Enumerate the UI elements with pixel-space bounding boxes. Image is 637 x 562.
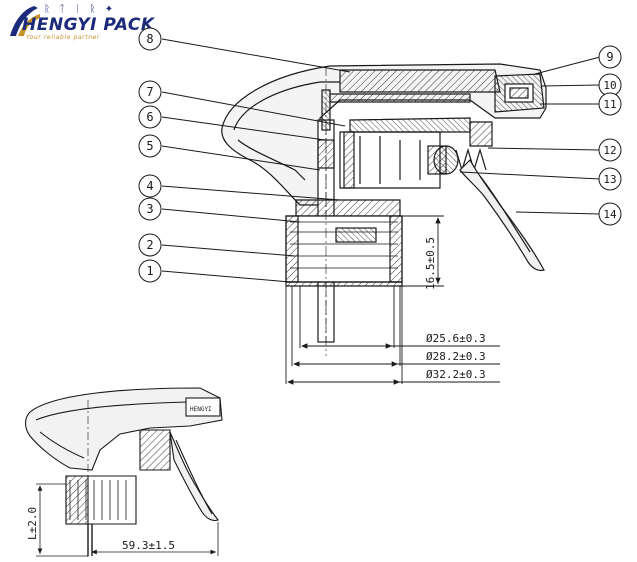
dim-dia-outer: Ø32.2±0.3 xyxy=(426,368,486,381)
dim-height-main: 16.5±0.5 xyxy=(424,237,437,290)
cap-top xyxy=(295,199,401,217)
callouts xyxy=(138,27,622,283)
callout-11: 11 xyxy=(603,98,616,111)
callout-10: 10 xyxy=(603,79,616,92)
callout-7: 7 xyxy=(146,85,153,99)
sprayer-section xyxy=(221,63,547,356)
callout-1: 1 xyxy=(146,264,153,278)
dim-height-small: L±2.0 xyxy=(26,507,39,540)
dimension-lines xyxy=(285,215,500,385)
side-trigger xyxy=(169,431,219,522)
sprayer-side-view: HENGYI xyxy=(24,387,223,560)
trigger xyxy=(459,159,545,272)
logo-glyphs: ᚱ ᛏ ᛁ ᚱ ✦ xyxy=(44,4,117,15)
nozzle-body xyxy=(339,69,501,93)
side-dimension-texts: L±2.0 59.3±1.5 xyxy=(26,507,175,552)
logo-tagline: Your reliable partner xyxy=(26,34,100,41)
callout-13: 13 xyxy=(603,173,616,186)
callout-5: 5 xyxy=(146,139,153,153)
callout-2: 2 xyxy=(146,238,153,252)
svg-text:HENGYI: HENGYI xyxy=(190,406,212,413)
shroud-inner-line xyxy=(233,81,340,131)
callout-3: 3 xyxy=(146,202,153,216)
logo-emblem-icon xyxy=(10,6,40,36)
dim-dia-mid: Ø28.2±0.3 xyxy=(426,350,486,363)
spring xyxy=(455,147,487,173)
callout-6: 6 xyxy=(146,110,153,124)
cap-body xyxy=(285,215,403,283)
callout-14: 14 xyxy=(603,208,617,221)
dim-length-small: 59.3±1.5 xyxy=(122,539,175,552)
dim-dia-inner: Ø25.6±0.3 xyxy=(426,332,486,345)
callout-12: 12 xyxy=(603,144,616,157)
side-ribbed-block xyxy=(139,429,171,471)
logo-wordmark: HENGYI PACK xyxy=(22,15,155,35)
callout-9: 9 xyxy=(606,50,613,64)
callout-8: 8 xyxy=(146,32,153,46)
callout-4: 4 xyxy=(146,179,153,193)
callout-labels: 8 7 6 5 4 3 2 1 9 10 11 12 13 14 xyxy=(146,32,617,278)
brand-logo: ᚱ ᛏ ᛁ ᚱ ✦ HENGYI PACK Your reliable part… xyxy=(4,2,154,41)
dimension-texts: 16.5±0.5 Ø25.6±0.3 Ø28.2±0.3 Ø32.2±0.3 xyxy=(424,237,486,381)
side-shroud xyxy=(24,387,223,471)
piston-cylinder xyxy=(339,131,441,189)
